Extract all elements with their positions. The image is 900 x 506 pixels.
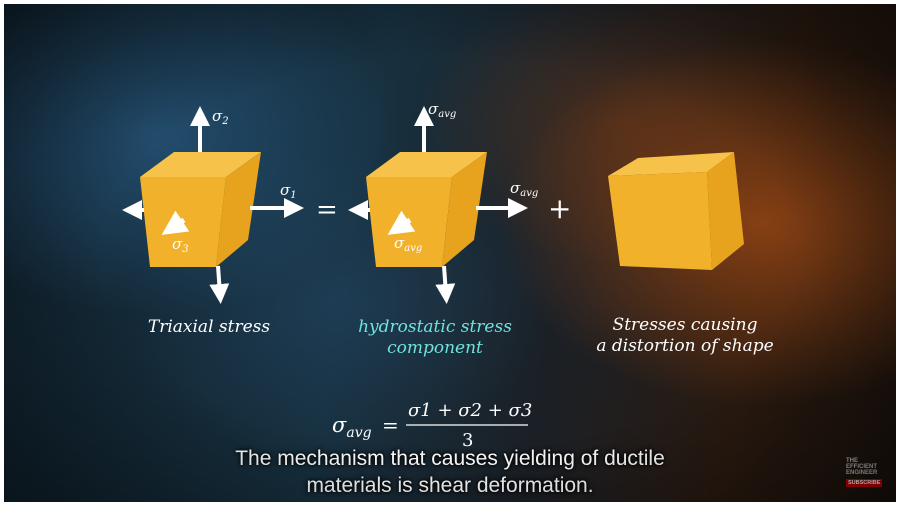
formula-denominator: 3 xyxy=(462,430,473,451)
sigma-avg-top-label: σavg xyxy=(428,100,456,120)
sigma2-down-arrow xyxy=(209,265,230,304)
brand-line1: THE xyxy=(846,458,858,464)
video-frame[interactable]: σ2 σ1 σ3 = σavg σavg σavg + σavg = σ1 + … xyxy=(4,4,896,502)
video-subtitle: The mechanism that causes yielding of du… xyxy=(4,445,896,499)
sigma2-label: σ2 xyxy=(212,107,229,127)
sigma-avg-front-label: σavg xyxy=(394,234,422,254)
triaxial-cube: σ2 σ1 σ3 xyxy=(122,106,304,304)
brand-line3: ENGINEER xyxy=(846,470,878,476)
formula-numerator: σ1 + σ2 + σ3 xyxy=(408,400,532,421)
sigma3-label: σ3 xyxy=(172,235,189,255)
cube-side xyxy=(707,152,744,270)
caption-distortion-line2: a distortion of shape xyxy=(596,336,774,356)
sigma3-arrow xyxy=(161,210,190,235)
caption-triaxial: Triaxial stress xyxy=(134,317,284,338)
caption-hydrostatic-line2: component xyxy=(387,338,483,358)
caption-hydrostatic: hydrostatic stress component xyxy=(350,317,520,359)
sigma1-label: σ1 xyxy=(280,181,297,201)
subtitle-line2: materials is shear deformation. xyxy=(306,474,594,497)
cube-top xyxy=(140,152,261,177)
cube-side xyxy=(442,152,487,267)
formula-lhs: σavg xyxy=(332,413,372,441)
subtitle-line1: The mechanism that causes yielding of du… xyxy=(235,447,665,470)
hydrostatic-cube: σavg σavg σavg xyxy=(348,100,538,304)
cube-side xyxy=(216,152,261,267)
caption-distortion: Stresses causing a distortion of shape xyxy=(590,315,780,357)
avg-down-arrow xyxy=(435,265,456,304)
subscribe-button[interactable]: SUBSCRIBE xyxy=(846,479,883,487)
diagram-canvas: σ2 σ1 σ3 = σavg σavg σavg + σavg = σ1 + … xyxy=(122,100,744,451)
cube-top xyxy=(608,152,734,176)
caption-triaxial-text: Triaxial stress xyxy=(147,317,271,337)
sigma-avg-right-label: σavg xyxy=(510,179,538,199)
sigma-avg-formula: σavg = σ1 + σ2 + σ3 3 xyxy=(332,400,532,451)
cube-top xyxy=(366,152,487,177)
brand-line2: EFFICIENT xyxy=(846,464,877,470)
channel-watermark[interactable]: THE EFFICIENT ENGINEER SUBSCRIBE xyxy=(846,458,894,487)
formula-equals: = xyxy=(382,413,399,437)
equals-sign: = xyxy=(316,195,338,225)
caption-distortion-line1: Stresses causing xyxy=(612,315,758,335)
cube-front xyxy=(608,172,712,270)
avg-front-arrow xyxy=(387,210,416,235)
plus-sign: + xyxy=(548,192,571,225)
caption-hydrostatic-line1: hydrostatic stress xyxy=(358,317,512,337)
distortion-cube xyxy=(608,152,744,270)
